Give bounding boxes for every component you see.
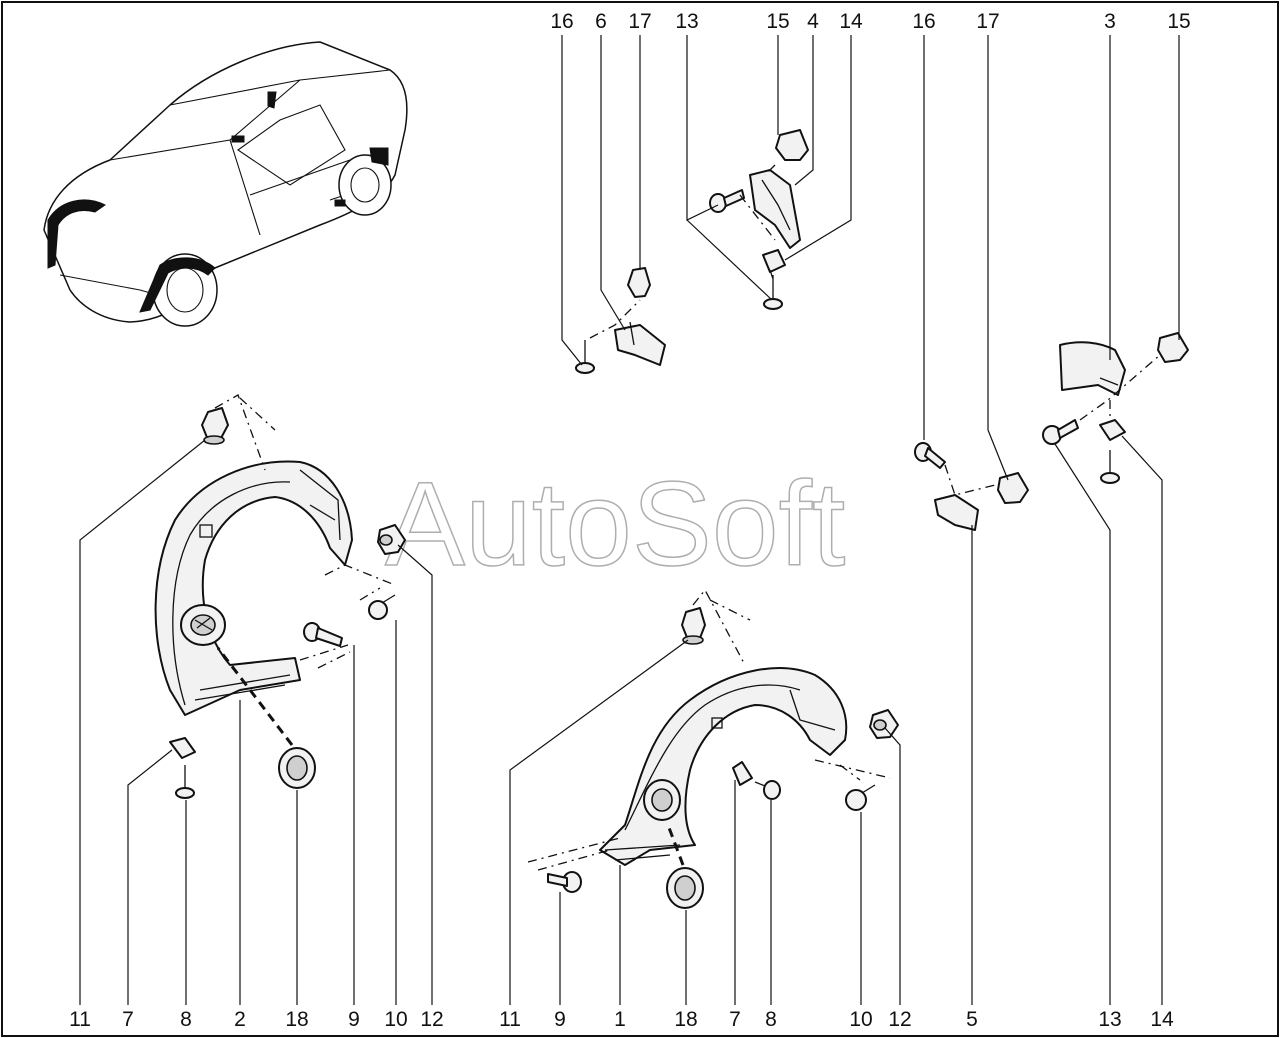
- callout-label: 11: [69, 1008, 91, 1031]
- callout-label: 11: [499, 1008, 521, 1031]
- bracket-icon: [1099, 419, 1126, 441]
- rear-fender-liner-icon: [599, 667, 848, 866]
- callout-label: 18: [674, 1008, 697, 1031]
- screw-icon: [368, 594, 396, 620]
- callout-label: 4: [807, 10, 819, 33]
- assembly-line: [692, 588, 751, 666]
- car-overview-icon: [43, 41, 408, 327]
- plastic-clip-icon: [377, 524, 406, 555]
- plastic-clip-icon: [681, 607, 706, 645]
- callout-label: 13: [675, 10, 698, 33]
- plastic-clip-icon: [1157, 332, 1189, 363]
- callout-label: 8: [180, 1008, 192, 1031]
- screw-icon: [845, 784, 876, 811]
- callout-label: 17: [976, 10, 999, 33]
- assembly-line: [527, 837, 621, 871]
- assembly-line: [299, 644, 351, 669]
- plastic-clip-icon: [775, 129, 809, 161]
- screw-icon: [763, 275, 783, 310]
- bracket-icon: [762, 249, 786, 273]
- assembly-line: [589, 299, 641, 339]
- screw-icon: [1100, 450, 1120, 484]
- service-cap-icon: [278, 747, 316, 789]
- callout-label: 17: [628, 10, 651, 33]
- screw-icon: [709, 189, 745, 213]
- plastic-clip-icon: [201, 407, 229, 445]
- bracket-icon: [1059, 341, 1126, 396]
- callout-label: 9: [554, 1008, 566, 1031]
- screw-icon: [575, 340, 595, 374]
- callout-label: 5: [966, 1008, 978, 1031]
- assembly-line: [944, 464, 996, 496]
- callout-label: 3: [1104, 10, 1116, 33]
- plastic-clip-icon: [869, 709, 899, 739]
- front-fender-liner-icon: [154, 460, 353, 716]
- callout-label: 16: [550, 10, 573, 33]
- bracket-icon: [732, 761, 753, 786]
- callout-label: 6: [595, 10, 607, 33]
- service-cap-icon: [666, 867, 704, 909]
- plastic-clip-icon: [627, 267, 651, 298]
- leader-lines-bottom: [79, 435, 1163, 1005]
- assembly-line: [1079, 354, 1161, 421]
- leader-lines-top: [561, 35, 1180, 481]
- cap-arrow: [666, 824, 685, 866]
- bracket-icon: [614, 321, 666, 366]
- screw-icon: [914, 442, 946, 469]
- callout-label: 13: [1098, 1008, 1121, 1031]
- callout-label: 14: [839, 10, 863, 33]
- callout-label: 12: [888, 1008, 911, 1031]
- screw-icon: [1042, 419, 1079, 445]
- callouts-bottom: 11 7 8 2 18 9 10 12 11 9 1 18 7 8 10 12 …: [69, 1008, 1174, 1031]
- screw-icon: [754, 780, 781, 800]
- callout-label: 9: [348, 1008, 360, 1031]
- callout-label: 8: [765, 1008, 777, 1031]
- callout-label: 14: [1150, 1008, 1174, 1031]
- callouts-top: 16 6 17 13 15 4 14 16 17 3 15: [550, 10, 1190, 33]
- callout-label: 15: [1167, 10, 1190, 33]
- bracket-icon: [749, 169, 801, 249]
- callout-label: 2: [234, 1008, 246, 1031]
- watermark-text: AutoSoft: [385, 457, 845, 591]
- callout-label: 18: [285, 1008, 308, 1031]
- bracket-icon: [169, 737, 196, 759]
- callout-label: 10: [849, 1008, 872, 1031]
- screw-icon: [303, 622, 343, 647]
- assembly-line: [739, 164, 776, 283]
- assembly-line: [324, 564, 396, 601]
- callout-label: 1: [614, 1008, 626, 1031]
- plastic-clip-icon: [997, 472, 1029, 504]
- assembly-line: [214, 394, 276, 471]
- callout-label: 10: [384, 1008, 407, 1031]
- bracket-icon: [934, 494, 979, 531]
- screw-icon: [547, 871, 582, 893]
- callout-label: 15: [766, 10, 789, 33]
- callout-label: 7: [122, 1008, 134, 1031]
- callout-label: 12: [420, 1008, 443, 1031]
- callout-label: 7: [729, 1008, 741, 1031]
- assembly-line: [814, 759, 891, 781]
- callout-label: 16: [912, 10, 935, 33]
- cap-arrow: [216, 647, 294, 746]
- screw-icon: [175, 765, 195, 799]
